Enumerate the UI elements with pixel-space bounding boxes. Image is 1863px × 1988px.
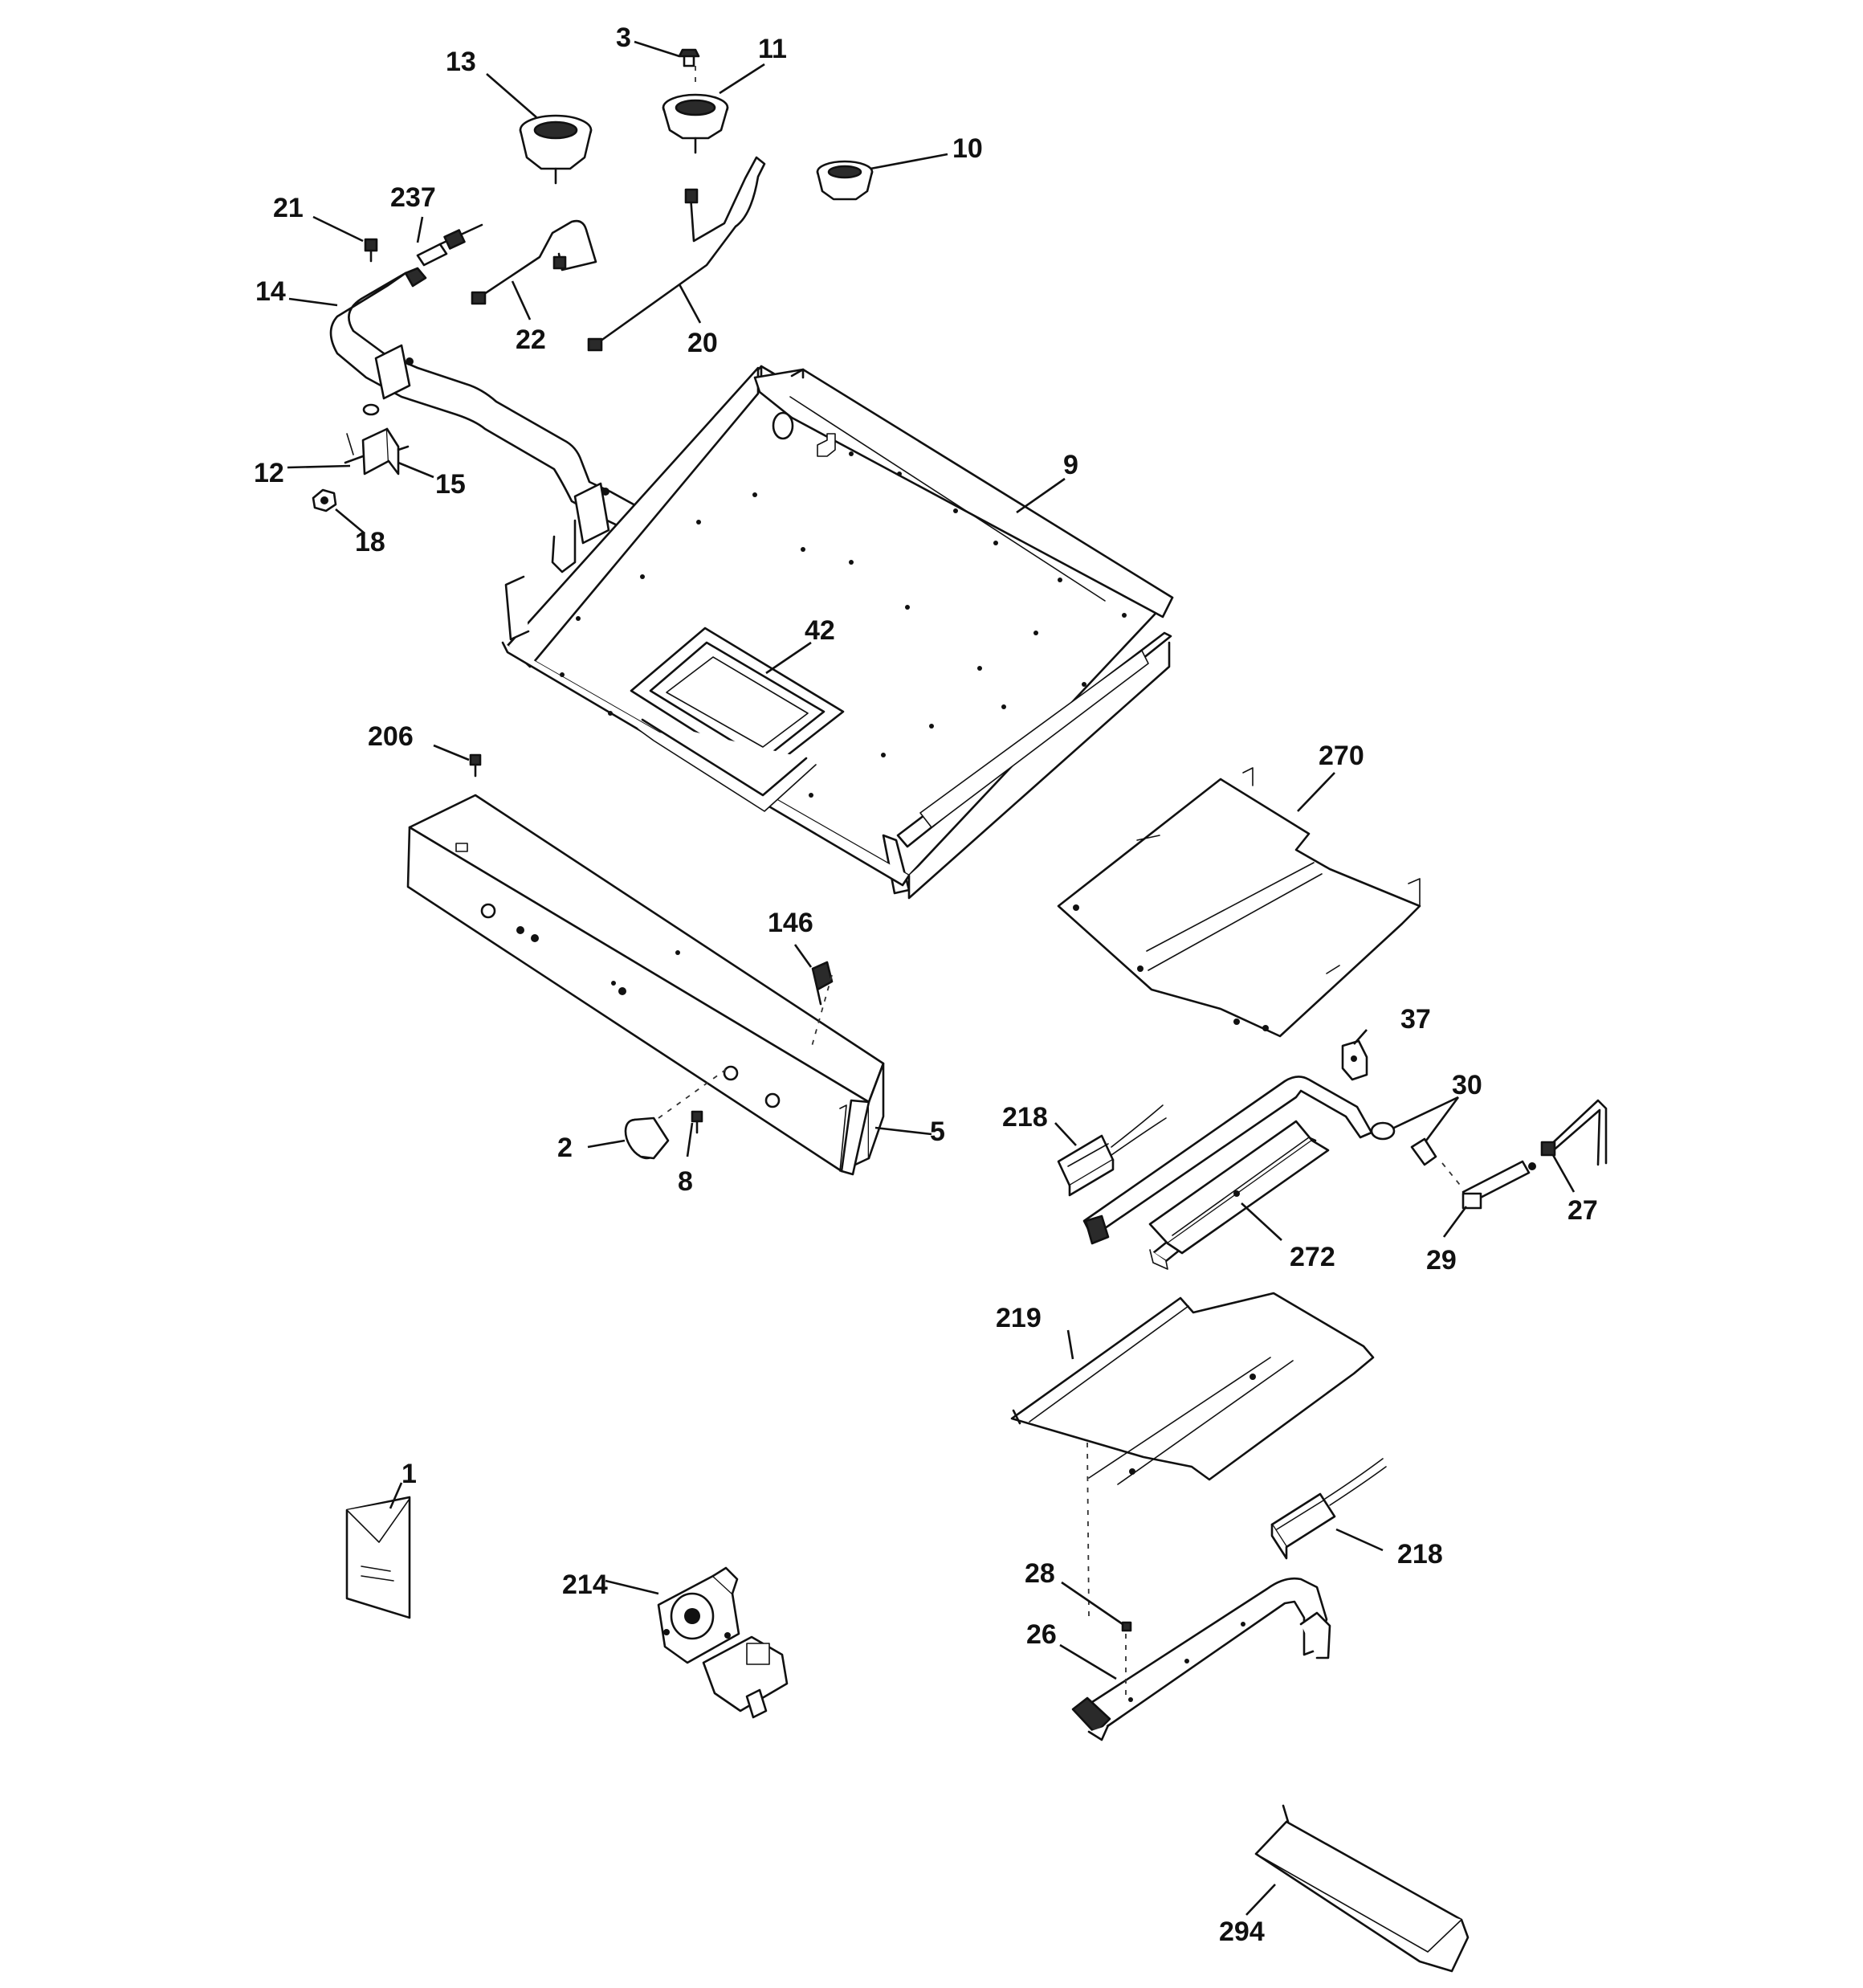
callout-37: 37 bbox=[1400, 1004, 1431, 1035]
part-20-gas-tube bbox=[587, 156, 766, 352]
callout-27: 27 bbox=[1567, 1195, 1598, 1226]
callout-42: 42 bbox=[805, 615, 835, 646]
callout-294: 294 bbox=[1219, 1917, 1265, 1947]
callout-30: 30 bbox=[1452, 1070, 1482, 1100]
part-10-burner-head bbox=[816, 160, 874, 201]
part-219-oven-baffle bbox=[1010, 1292, 1375, 1485]
part-3-screw bbox=[678, 48, 700, 67]
assembly-lines bbox=[658, 66, 1464, 1695]
part-2-knob bbox=[624, 1116, 670, 1160]
part-27-gas-line bbox=[1540, 1099, 1608, 1166]
callout-270: 270 bbox=[1319, 741, 1364, 771]
part-206-screw bbox=[469, 753, 482, 778]
part-146-clip bbox=[811, 961, 834, 1006]
part-42-access-plate bbox=[630, 627, 845, 812]
part-30-orifice bbox=[1370, 1121, 1437, 1166]
callout-1: 1 bbox=[402, 1459, 417, 1489]
callout-272: 272 bbox=[1290, 1242, 1335, 1272]
part-214-thermostat-valve bbox=[657, 1566, 789, 1719]
part-29-elbow-fitting bbox=[1461, 1160, 1536, 1210]
callout-8: 8 bbox=[678, 1166, 693, 1197]
part-26-bake-burner bbox=[1071, 1577, 1331, 1741]
callout-21: 21 bbox=[273, 193, 304, 223]
part-237-orifice-fitting bbox=[416, 223, 483, 267]
callout-28: 28 bbox=[1025, 1558, 1055, 1589]
callout-labels: 3 11 13 10 21 237 14 22 20 9 12 15 18 42… bbox=[254, 22, 1598, 1947]
washer bbox=[362, 403, 380, 416]
part-272-burner-baffle bbox=[1148, 1120, 1330, 1255]
part-1-literature-pack bbox=[345, 1496, 411, 1619]
callout-146: 146 bbox=[768, 908, 813, 938]
callout-3: 3 bbox=[616, 22, 631, 53]
callout-14: 14 bbox=[255, 276, 286, 307]
callout-29: 29 bbox=[1426, 1245, 1457, 1276]
part-9-burner-box bbox=[501, 365, 1174, 900]
callout-15: 15 bbox=[435, 469, 466, 500]
part-21-screw bbox=[364, 238, 378, 263]
callout-10: 10 bbox=[952, 133, 983, 164]
part-37-bracket bbox=[1341, 1039, 1368, 1081]
callout-218-upper: 218 bbox=[1002, 1102, 1048, 1133]
callout-12: 12 bbox=[254, 458, 284, 488]
part-18-nut bbox=[312, 488, 337, 512]
callout-20: 20 bbox=[687, 328, 718, 358]
callout-13: 13 bbox=[446, 47, 476, 77]
part-5-manifold-panel bbox=[406, 794, 885, 1176]
callout-219: 219 bbox=[996, 1303, 1042, 1333]
part-13-burner-head bbox=[519, 114, 593, 185]
callout-5: 5 bbox=[930, 1116, 945, 1147]
callout-218-lower: 218 bbox=[1397, 1539, 1443, 1570]
part-12-15-spark-switch bbox=[344, 427, 410, 476]
part-218-igniter-upper bbox=[1057, 1104, 1167, 1197]
callout-206: 206 bbox=[368, 721, 414, 752]
callout-9: 9 bbox=[1063, 450, 1078, 480]
part-8-screw bbox=[691, 1110, 703, 1134]
callout-leaders bbox=[287, 40, 1576, 1916]
part-218-igniter-lower bbox=[1270, 1458, 1387, 1560]
part-22-gas-tube bbox=[471, 219, 597, 305]
callout-11: 11 bbox=[758, 34, 787, 64]
part-270-heat-deflector bbox=[1057, 767, 1421, 1038]
callout-26: 26 bbox=[1026, 1619, 1057, 1650]
callout-214: 214 bbox=[562, 1570, 608, 1600]
callout-237: 237 bbox=[390, 182, 436, 213]
callout-22: 22 bbox=[516, 325, 546, 355]
part-294-angle-bracket bbox=[1254, 1804, 1470, 1973]
callout-2: 2 bbox=[557, 1133, 573, 1163]
part-11-burner-head bbox=[662, 93, 729, 154]
part-28-screw bbox=[1121, 1621, 1132, 1632]
callout-18: 18 bbox=[355, 527, 385, 557]
